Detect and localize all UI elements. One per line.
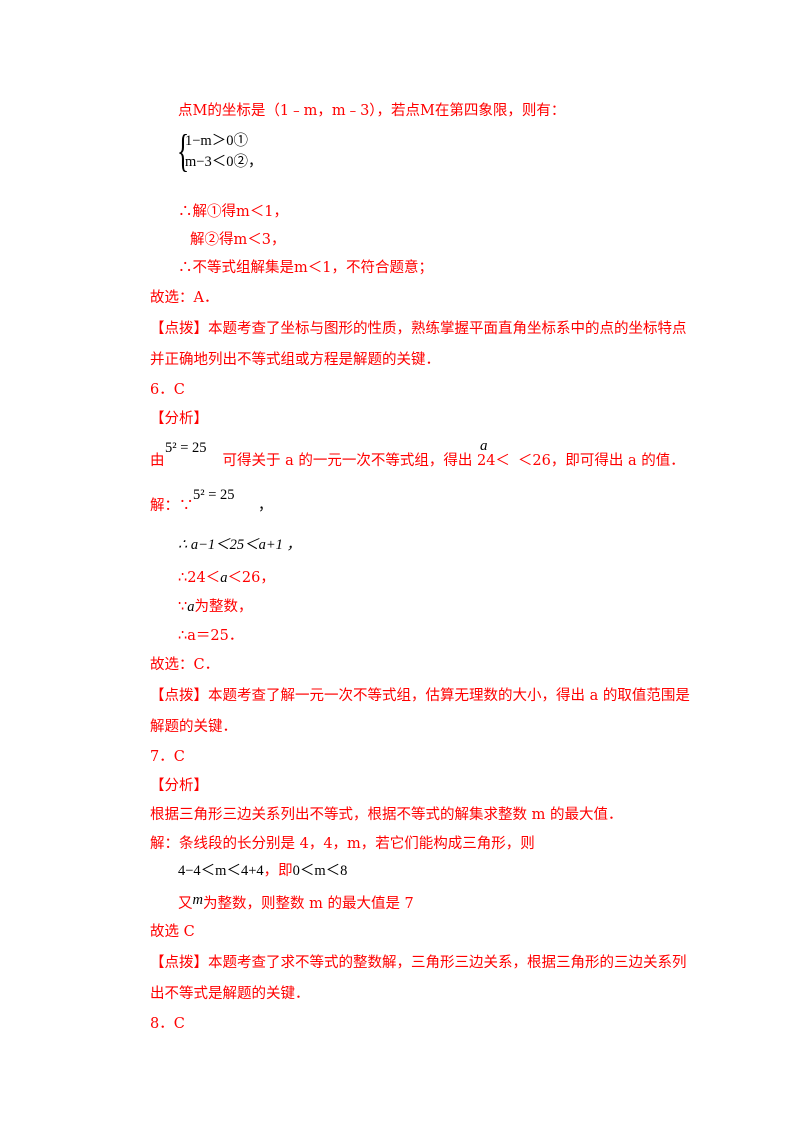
inequality-a-25: ∴ a−1＜25＜a+1 ， xyxy=(178,537,302,553)
system-brace: { xyxy=(177,125,190,176)
max-m-line: 又m为整数，则整数 m 的最大值是 7 xyxy=(178,892,414,914)
max-m-suffix: 为整数，则整数 m 的最大值是 7 xyxy=(202,896,414,912)
analysis-7-heading: 【分析】 xyxy=(150,778,208,794)
triangle-inequality: 4−4＜m＜4+4 xyxy=(178,863,264,879)
eq-5-squared-top: 5² = 25 xyxy=(165,440,207,456)
question-8-answer: 8．C xyxy=(150,1016,185,1032)
also-label: 又 xyxy=(178,896,193,912)
question-6-answer: 6．C xyxy=(150,382,185,398)
solution-7-line-1: 解：条线段的长分别是 4，4，m，若它们能构成三角形，则 xyxy=(150,836,535,852)
eq-5-squared: 5² = 25 xyxy=(193,487,235,503)
inequality-1: 1−m＞0① xyxy=(185,133,248,149)
analysis-suffix: ＜26，即可得出 a 的值． xyxy=(517,453,685,469)
tip-6-line-1: 【点拨】本题考查了解一元一次不等式组，估算无理数的大小，得出 a 的取值范围是 xyxy=(150,688,690,704)
solve-line-2: 解②得m＜3， xyxy=(190,232,286,248)
that-is-label: ，即 xyxy=(263,863,293,879)
range-suffix: ＜26， xyxy=(227,570,275,586)
analysis-6-heading: 【分析】 xyxy=(150,411,208,427)
variable-m: m xyxy=(192,892,203,908)
analysis-6-text: 由 可得关于 a 的一元一次不等式组，得出 24＜ ＜26，即可得出 a 的值． xyxy=(150,451,685,471)
question-7-answer: 7．C xyxy=(150,749,185,765)
tip-6-line-2: 解题的关键． xyxy=(150,719,237,735)
variable-a-top: a xyxy=(480,438,488,454)
range-prefix: ∴24＜ xyxy=(178,570,221,586)
analysis-prefix: 由 xyxy=(150,453,165,469)
tip-5-line-1: 【点拨】本题考查了坐标与图形的性质，熟练掌握平面直角坐标系中的点的坐标特点 xyxy=(150,321,687,337)
answer-line-7: 故选 C xyxy=(150,924,195,940)
comma-1: ， xyxy=(258,498,273,514)
tip-5-line-2: 并正确地列出不等式组或方程是解题的关键． xyxy=(150,352,440,368)
solution-set-line: ∴不等式组解集是m＜1，不符合题意； xyxy=(178,260,433,276)
analysis-middle: 可得关于 a 的一元一次不等式组，得出 24＜ xyxy=(222,453,510,469)
because-symbol: ∵ xyxy=(178,599,188,615)
tip-7-line-2: 出不等式是解题的关键． xyxy=(150,986,310,1002)
triangle-inequality-line: 4−4＜m＜4+4，即0＜m＜8 xyxy=(178,861,347,881)
range-m: 0＜m＜8 xyxy=(292,863,348,879)
inequality-2: m−3＜0②， xyxy=(185,154,263,170)
tip-7-line-1: 【点拨】本题考查了求不等式的整数解，三角形三边关系，根据三角形的三边关系列 xyxy=(150,955,687,971)
answer-line-5: 故选：A． xyxy=(150,290,219,306)
range-variable-a: a xyxy=(220,570,228,586)
integer-a-line: ∵a为整数， xyxy=(178,597,252,617)
result-a-line: ∴a＝25． xyxy=(178,628,244,644)
range-a-line: ∴24＜a＜26， xyxy=(178,568,275,588)
solution-6-line-1: 解：∵ xyxy=(150,496,194,516)
answer-line-6: 故选：C． xyxy=(150,657,220,673)
solve-line-1: ∴解①得m＜1， xyxy=(178,204,288,220)
solution-prefix: 解：∵ xyxy=(150,498,194,514)
integer-suffix: 为整数， xyxy=(194,599,253,615)
point-m-coordinate-line: 点M的坐标是（1﹣m，m﹣3），若点M在第四象限，则有： xyxy=(178,103,566,119)
integer-variable-a: a xyxy=(187,599,195,615)
analysis-7-text: 根据三角形三边关系列出不等式，根据不等式的解集求整数 m 的最大值． xyxy=(150,807,623,823)
